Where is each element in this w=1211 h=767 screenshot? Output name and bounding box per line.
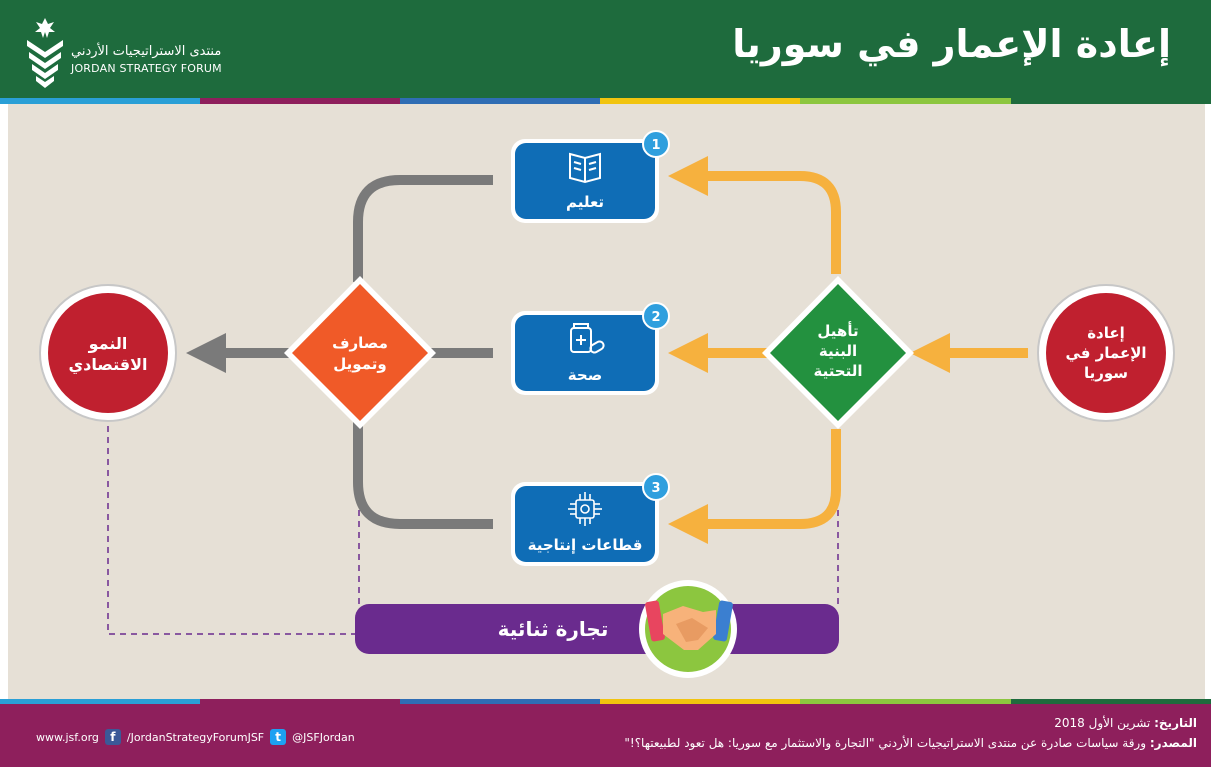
date-line: التاريخ: تشرين الأول 2018 — [624, 713, 1197, 733]
infrastructure-line-3: التحتية — [813, 362, 862, 380]
flow-diagram: إعادة الإعمار في سوريا النمو الاقتصادي ت… — [39, 130, 1175, 678]
trade-label: تجارة ثنائية — [498, 617, 609, 641]
sector-number-1: 1 — [651, 138, 660, 153]
sector-number-2: 2 — [651, 310, 660, 325]
sector-label-education: تعليم — [566, 193, 604, 211]
twitter-icon[interactable]: t — [270, 729, 287, 745]
end-node-economic-growth: النمو الاقتصادي — [39, 284, 177, 422]
start-line-2: الإعمار في — [1065, 344, 1146, 362]
infrastructure-diamond: تأهيل البنية التحتية — [762, 276, 914, 429]
trade-dashed-lines — [107, 426, 839, 635]
sector-box-health: صحة 2 — [511, 302, 670, 395]
diagram-area: إعادة الإعمار في سوريا النمو الاقتصادي ت… — [8, 104, 1205, 699]
date-label: التاريخ: — [1154, 716, 1197, 730]
sector-box-productive: قطاعات إنتاجية 3 — [511, 473, 670, 566]
source-line: المصدر: ورقة سياسات صادرة عن منتدى الاست… — [624, 733, 1197, 753]
jsf-logo: منتدى الاستراتيجيات الأردني JORDAN STRAT… — [25, 18, 365, 90]
date-value: تشرين الأول 2018 — [1054, 716, 1151, 730]
page-title: إعادة الإعمار في سوريا — [732, 22, 1171, 66]
medicine-icon — [570, 323, 605, 354]
logo-english-text: JORDAN STRATEGY FORUM — [71, 62, 222, 75]
header-bar: منتدى الاستراتيجيات الأردني JORDAN STRAT… — [0, 0, 1211, 104]
banking-diamond: مصارف وتمويل — [284, 276, 436, 429]
footer-color-stripe — [0, 699, 1211, 704]
logo-arabic-text: منتدى الاستراتيجيات الأردني — [71, 44, 222, 59]
footer-source: التاريخ: تشرين الأول 2018 المصدر: ورقة س… — [624, 713, 1197, 753]
banking-line-2: وتمويل — [333, 355, 386, 373]
infrastructure-line-1: تأهيل — [817, 321, 858, 340]
end-line-2: الاقتصادي — [68, 355, 147, 375]
end-line-1: النمو — [88, 334, 128, 353]
facebook-link[interactable]: /JordanStrategyForumJSF — [126, 730, 265, 744]
infrastructure-arrows — [668, 156, 1028, 544]
banking-line-1: مصارف — [332, 334, 388, 352]
twitter-link[interactable]: @JSFJordan — [292, 730, 355, 744]
sector-box-education: تعليم 1 — [511, 130, 670, 223]
start-node-reconstruction: إعادة الإعمار في سوريا — [1037, 284, 1175, 422]
jsf-emblem-icon — [27, 18, 63, 88]
sector-number-3: 3 — [651, 481, 660, 496]
start-line-3: سوريا — [1084, 364, 1128, 382]
chip-icon — [568, 492, 602, 526]
trade-bar: تجارة ثنائية — [355, 580, 839, 678]
facebook-icon[interactable]: f — [104, 729, 121, 745]
footer-social: www.jsf.org f /JordanStrategyForumJSF t … — [36, 729, 355, 745]
start-line-1: إعادة — [1087, 324, 1125, 342]
source-label: المصدر: — [1149, 736, 1197, 750]
sector-label-productive: قطاعات إنتاجية — [528, 536, 643, 554]
website-link[interactable]: www.jsf.org — [36, 730, 99, 744]
footer-bar: www.jsf.org f /JordanStrategyForumJSF t … — [0, 699, 1211, 767]
sector-label-health: صحة — [568, 366, 602, 384]
banking-arrows — [186, 175, 493, 529]
book-icon — [569, 152, 601, 184]
source-value: ورقة سياسات صادرة عن منتدى الاستراتيجيات… — [624, 736, 1147, 750]
infrastructure-line-2: البنية — [819, 342, 857, 360]
header-color-stripe — [0, 98, 1211, 104]
handshake-icon — [645, 600, 733, 650]
